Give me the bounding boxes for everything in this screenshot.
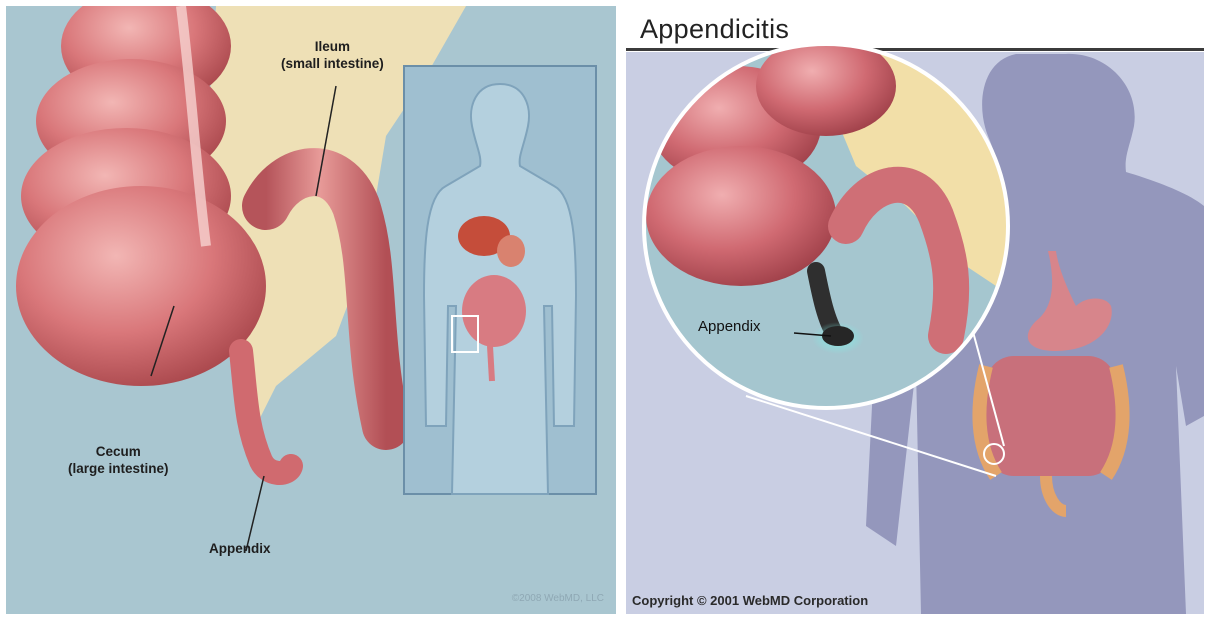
copyright-right: Copyright © 2001 WebMD Corporation	[632, 593, 868, 608]
appendix-label-right: Appendix	[698, 318, 761, 335]
cecum-appendix-illustration	[6, 6, 616, 614]
left-illustration-panel: Ileum (small intestine) Cecum (large int…	[6, 6, 616, 614]
cecum-label: Cecum (large intestine)	[68, 443, 169, 477]
inset-intestines	[462, 275, 526, 347]
cecum-label-line1: Cecum	[68, 443, 169, 460]
ileum-label-line1: Ileum	[281, 38, 384, 55]
appendicitis-illustration	[626, 6, 1204, 614]
cecum-label-line2: (large intestine)	[68, 460, 169, 477]
inset-stomach	[497, 235, 525, 267]
ileum-label-line2: (small intestine)	[281, 55, 384, 72]
ileum-label: Ileum (small intestine)	[281, 38, 384, 72]
copyright-left: ©2008 WebMD, LLC	[512, 593, 604, 604]
inset-body-diagram	[404, 66, 596, 494]
appendix-label-left: Appendix	[209, 540, 271, 557]
right-illustration-panel: Appendicitis	[626, 6, 1204, 614]
